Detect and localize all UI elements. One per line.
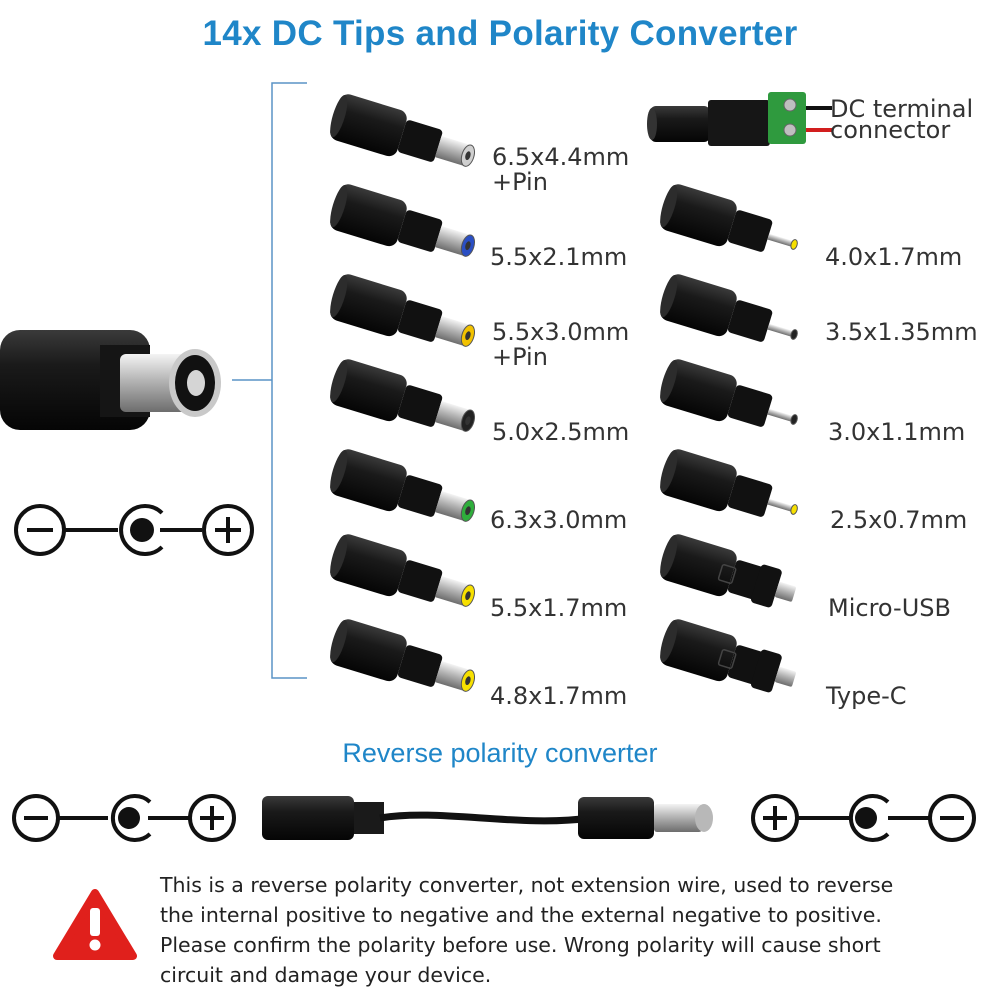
warning-icon (53, 889, 137, 960)
tip-label-left-7: 4.8x1.7mm (490, 682, 628, 710)
tip-label-right-3: 3.5x1.35mm (825, 318, 978, 346)
warning-line: This is a reverse polarity converter, no… (160, 873, 894, 897)
dc-tip-image (330, 94, 476, 167)
polarity-symbol-left (12, 794, 236, 842)
dc-tip-image (660, 274, 798, 342)
warning-text: This is a reverse polarity converter, no… (160, 870, 980, 990)
page-title: 14x DC Tips and Polarity Converter (202, 14, 798, 53)
tips-left-images (330, 94, 476, 692)
polarity-symbol-right (751, 794, 976, 842)
tip-label-left-1: 6.5x4.4mm+Pin (492, 143, 630, 196)
warning-line: circuit and damage your device. (160, 963, 492, 987)
tip-label-right-6: Micro-USB (828, 594, 951, 622)
dc-tip-image (660, 619, 796, 693)
tip-label-left-5: 6.3x3.0mm (490, 506, 628, 534)
tip-label-right-5: 2.5x0.7mm (830, 506, 968, 534)
dc-tip-image (330, 359, 476, 432)
warning-line: Please confirm the polarity before use. … (160, 933, 881, 957)
dc-tip-image (660, 449, 798, 517)
tip-label-left-4: 5.0x2.5mm (492, 418, 630, 446)
tip-label-right-7: Type-C (826, 682, 907, 710)
main-plug-image (0, 330, 221, 430)
warning-line: the internal positive to negative and th… (160, 903, 882, 927)
dc-tip-image (330, 449, 476, 522)
tip-label-left-6: 5.5x1.7mm (490, 594, 628, 622)
bracket-line (271, 82, 307, 679)
tip-label-left-2: 5.5x2.1mm (490, 243, 628, 271)
dc-tip-image (660, 184, 798, 252)
tip-label-left-3: 5.5x3.0mm+Pin (492, 318, 630, 371)
dc-tip-image (647, 92, 832, 146)
reverse-converter-title: Reverse polarity converter (342, 738, 658, 768)
polarity-symbol-upper (14, 504, 254, 556)
dc-tip-image (330, 534, 476, 607)
dc-tip-image (660, 534, 796, 608)
dc-tip-image (330, 184, 476, 257)
reverse-polarity-cable-image (262, 796, 713, 840)
dc-tip-image (660, 359, 798, 427)
tip-label-right-2: 4.0x1.7mm (825, 243, 963, 271)
tips-right-images (647, 92, 832, 693)
tip-label-right-4: 3.0x1.1mm (828, 418, 966, 446)
dc-tip-image (330, 274, 476, 347)
dc-tip-image (330, 619, 476, 692)
